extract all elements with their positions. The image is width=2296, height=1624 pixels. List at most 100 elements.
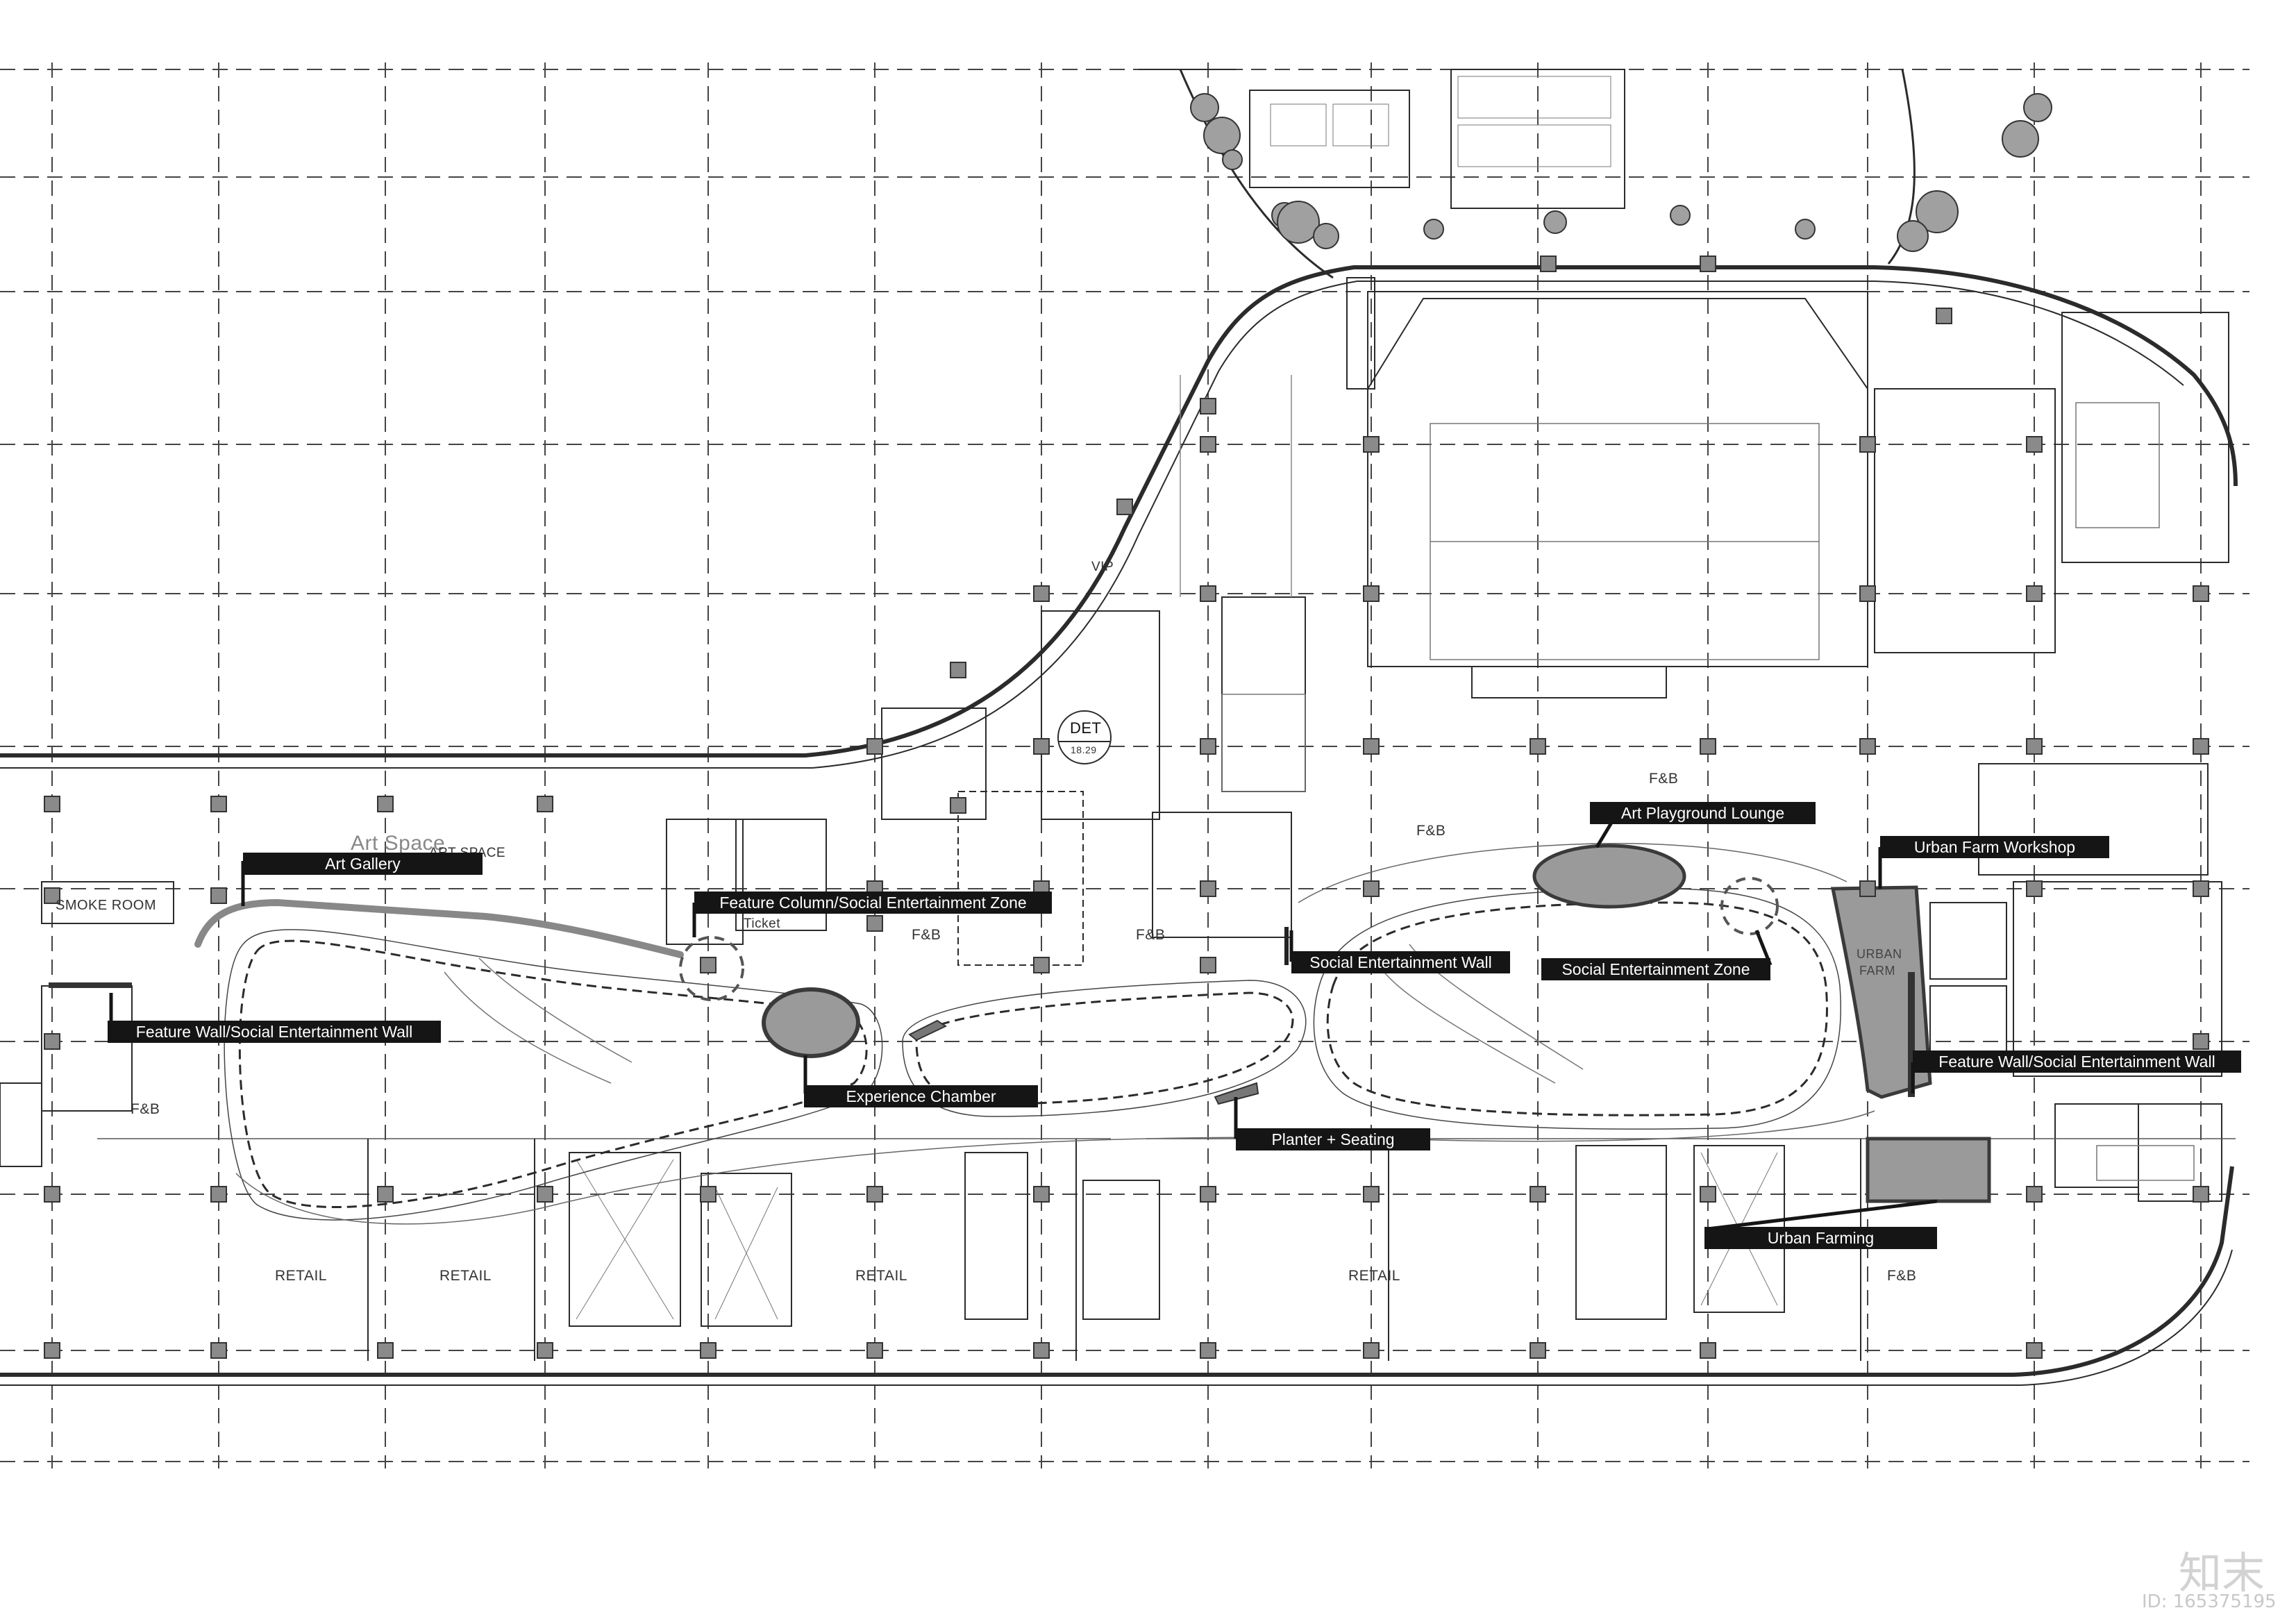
tree — [1795, 219, 1816, 240]
structural-column — [1033, 957, 1050, 973]
planter-seating-shape — [908, 1019, 948, 1041]
fb-label-north-east: F&B — [1649, 771, 1679, 787]
structural-column — [377, 796, 394, 812]
detail-reference-sheet: 18.29 — [1071, 744, 1097, 755]
structural-column — [1530, 1342, 1546, 1359]
art-playground-lounge-shape — [1532, 844, 1686, 909]
watermark-brand: 知末 — [2179, 1548, 2265, 1598]
callout-urban-farm-workshop: Urban Farm Workshop — [1880, 836, 2109, 858]
structural-column — [44, 1186, 60, 1203]
structural-column — [1859, 880, 1876, 897]
structural-column — [537, 1342, 553, 1359]
structural-column — [44, 796, 60, 812]
detail-reference-bubble — [1057, 710, 1112, 764]
structural-column — [1363, 585, 1380, 602]
tree — [1897, 220, 1929, 252]
structural-column — [2193, 1186, 2209, 1203]
structural-column — [1200, 957, 1216, 973]
callout-feature-wall-west: Feature Wall/Social Entertainment Wall — [108, 1021, 441, 1043]
structural-column — [866, 915, 883, 932]
retail-label-2: RETAIL — [439, 1268, 492, 1284]
detail-reference-id: DET — [1070, 719, 1102, 737]
callout-art-playground-lounge: Art Playground Lounge — [1590, 802, 1816, 824]
tree — [1313, 223, 1339, 249]
structural-column — [1363, 880, 1380, 897]
structural-column — [2026, 880, 2043, 897]
structural-column — [866, 738, 883, 755]
structural-column — [44, 887, 60, 904]
structural-column — [700, 1342, 717, 1359]
structural-column — [950, 797, 966, 814]
urban-farm-workshop-shape — [1830, 885, 1932, 1099]
landscape-trees — [1190, 93, 2052, 252]
watermark-id: ID: 165375195 — [2142, 1591, 2277, 1612]
callout-feature-column: Feature Column/Social Entertainment Zone — [694, 891, 1052, 914]
callout-social-entertainment-wall: Social Entertainment Wall — [1291, 951, 1510, 973]
structural-column — [210, 1186, 227, 1203]
tree — [1670, 205, 1691, 226]
structural-column — [2026, 585, 2043, 602]
callout-planter-seating: Planter + Seating — [1236, 1128, 1430, 1150]
structural-column — [210, 1342, 227, 1359]
structural-column — [1200, 738, 1216, 755]
structural-column — [2026, 738, 2043, 755]
structural-column — [1859, 738, 1876, 755]
structural-column — [866, 1186, 883, 1203]
fb-label-center: F&B — [1136, 927, 1166, 943]
ticket-label: Ticket — [744, 916, 780, 931]
fb-label-center-west: F&B — [912, 927, 941, 943]
structural-column — [1530, 738, 1546, 755]
structural-column — [1033, 1186, 1050, 1203]
structural-column — [700, 957, 717, 973]
callout-urban-farming: Urban Farming — [1704, 1227, 1937, 1249]
structural-column — [1700, 1186, 1716, 1203]
feature-column-zone-ring — [679, 936, 744, 1001]
structural-column — [1200, 880, 1216, 897]
structural-column — [2193, 738, 2209, 755]
structural-column — [1859, 436, 1876, 453]
callout-experience-chamber: Experience Chamber — [804, 1085, 1038, 1107]
structural-column — [1530, 1186, 1546, 1203]
structural-column — [537, 1186, 553, 1203]
structural-column — [1700, 738, 1716, 755]
tree — [2023, 93, 2052, 122]
structural-column — [1936, 308, 1952, 324]
callout-leaders — [109, 811, 1938, 1231]
urban-farm-label: URBAN FARM — [1857, 947, 1902, 978]
urban-farming-shape — [1866, 1137, 1991, 1203]
social-entertainment-zone-ring — [1720, 877, 1779, 935]
structural-column — [1116, 499, 1133, 515]
callout-social-entertainment-zone: Social Entertainment Zone — [1541, 958, 1770, 980]
structural-columns — [44, 256, 2209, 1359]
structural-column — [2026, 1186, 2043, 1203]
structural-column — [44, 1033, 60, 1050]
structural-column — [1540, 256, 1557, 272]
structural-column — [2026, 436, 2043, 453]
structural-column — [1363, 1186, 1380, 1203]
tree — [1543, 210, 1567, 234]
structural-column — [950, 662, 966, 678]
structural-column — [2026, 1342, 2043, 1359]
retail-label-3: RETAIL — [855, 1268, 907, 1284]
fb-label-south-east: F&B — [1887, 1268, 1917, 1284]
structural-column — [1200, 436, 1216, 453]
experience-chamber-shape — [762, 987, 860, 1058]
feature-wall-west-strip — [49, 982, 132, 988]
tree — [1222, 149, 1243, 170]
smoke-room-label: SMOKE ROOM — [56, 898, 157, 913]
structural-column — [537, 796, 553, 812]
structural-column — [866, 1342, 883, 1359]
tree — [1190, 93, 1219, 122]
building-envelope — [0, 69, 2238, 1386]
structural-column — [1859, 585, 1876, 602]
planter-seating-shape-east — [1214, 1082, 1259, 1105]
structural-column — [377, 1186, 394, 1203]
retail-label-4: RETAIL — [1348, 1268, 1400, 1284]
structural-column — [1700, 256, 1716, 272]
callout-art-gallery: Art Gallery — [243, 853, 483, 875]
structural-column — [1033, 1342, 1050, 1359]
tree — [1203, 117, 1241, 154]
structural-column — [2193, 1033, 2209, 1050]
structural-column — [210, 796, 227, 812]
